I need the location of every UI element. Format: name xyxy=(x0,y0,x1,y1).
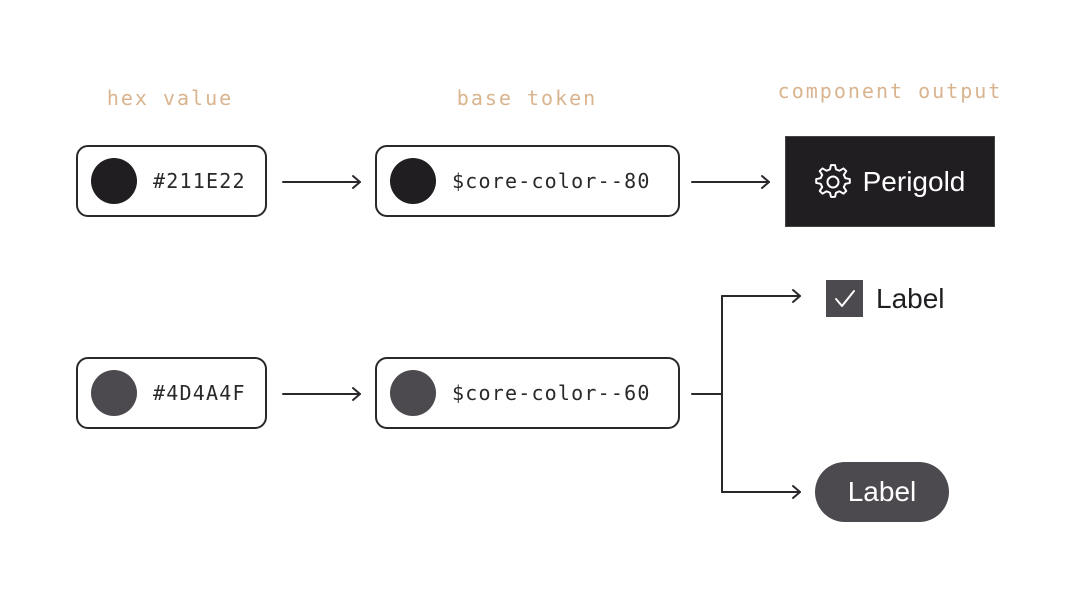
pill-label: Label xyxy=(847,476,917,507)
hex-value-text: #211E22 xyxy=(153,169,246,193)
base-token-text: $core-color--60 xyxy=(452,381,651,405)
button-label: Perigold xyxy=(862,165,966,197)
checkbox-label: Label xyxy=(876,282,945,314)
heading-base-token: base token xyxy=(456,86,598,110)
heading-hex-value: hex value xyxy=(106,86,234,110)
base-token-text: $core-color--80 xyxy=(452,169,651,193)
color-swatch xyxy=(390,158,436,204)
gear-icon xyxy=(814,163,851,198)
perigold-button[interactable]: Perigold xyxy=(785,136,995,227)
color-swatch xyxy=(91,370,137,416)
color-swatch xyxy=(91,158,137,204)
checkbox-item[interactable]: Label xyxy=(826,280,945,317)
base-token-box-core-80: $core-color--80 xyxy=(375,145,680,217)
checkbox[interactable] xyxy=(826,280,863,317)
pill-button[interactable]: Label xyxy=(815,462,949,522)
heading-component-output: component output xyxy=(777,79,1003,103)
hex-value-box-core-80: #211E22 xyxy=(76,145,267,217)
hex-value-box-core-60: #4D4A4F xyxy=(76,357,267,429)
hex-value-text: #4D4A4F xyxy=(153,381,246,405)
check-icon xyxy=(834,289,855,307)
base-token-box-core-60: $core-color--60 xyxy=(375,357,680,429)
color-swatch xyxy=(390,370,436,416)
